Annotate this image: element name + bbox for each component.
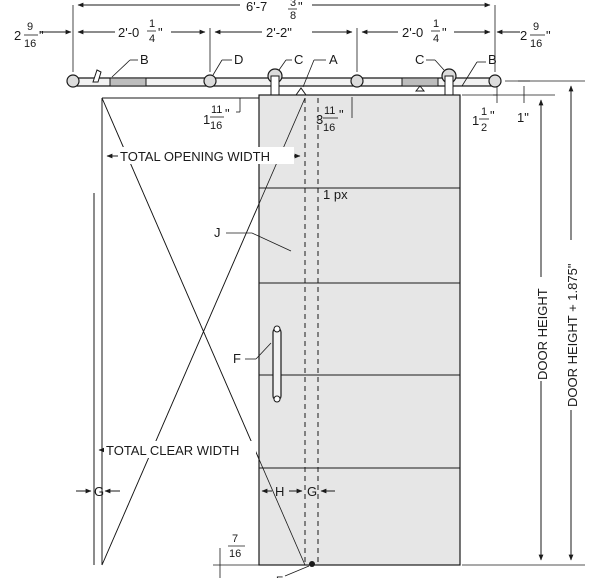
overall-width-frac-num: 3 [290,0,296,9]
rail-gap-dimension: 3 11 16 " [316,97,353,134]
floor-num: 7 [232,533,238,545]
span-left-num: 1 [149,18,155,30]
hanger-dimension: 1 1 2 " 1" [472,80,530,134]
overall-width-frac-den: 8 [290,10,296,22]
rail-gap-num: 11 [324,105,335,117]
hanger-den: 2 [481,122,487,134]
callout-b-right: B [488,52,497,67]
door-handle-icon [272,327,282,401]
end-stop-left-icon [92,69,102,83]
rail-gap-inch: " [339,107,344,122]
rail-gap-whole: 3 [316,112,323,127]
span-center-label: 2'-2" [266,25,292,40]
wall-gap-inch: " [225,106,230,121]
wall-gap-dimension: 1 11 16 " [203,98,241,132]
span-right-num: 1 [433,18,439,30]
left-end-whole: 2 [14,28,21,43]
callout-c-left: C [294,52,303,67]
overall-width-dimension: 6'-7 3 8 " [72,0,496,72]
span-left-den: 4 [149,33,155,45]
wall-gap-whole: 1 [203,112,210,127]
floor-guide-icon [309,561,315,567]
right-end-dimension: 2 9 16 " [496,21,551,50]
rail-gap-den: 16 [323,122,335,134]
total-opening-width-label: TOTAL OPENING WIDTH [120,149,270,164]
callout-d: D [234,52,243,67]
left-end-num: 9 [27,21,33,33]
callout-e: E [276,565,310,578]
standoff-bolt-icon [350,74,364,88]
right-end-num: 9 [533,21,539,33]
callout-h: H [275,484,284,499]
door-height-plus-label: DOOR HEIGHT + 1.875" [565,263,580,407]
right-end-whole: 2 [520,28,527,43]
top-callouts: B D C A C B [111,52,497,88]
callout-c-right: C [415,52,424,67]
wall-gap-num: 11 [211,104,222,116]
span-right-label: 2'-0 [402,25,423,40]
callout-f: F [233,342,272,366]
span-right-den: 4 [433,33,439,45]
left-end-dimension: 2 9 16 " [14,21,72,50]
callout-a: A [329,52,338,67]
g-h-dimensions: G H G [76,484,335,499]
standoff-bolt-icon [488,74,502,88]
standoff-bolt-icon [66,74,80,88]
hanger-inch: " [490,108,495,123]
px-label: 1 px [323,187,348,202]
hanger-num: 1 [481,106,487,118]
callout-b-left: B [140,52,149,67]
span-left-inch: " [158,25,163,40]
track-rail [66,68,502,96]
door-panel [101,94,461,567]
left-end-inch: " [39,28,44,43]
total-clear-width-dimension: TOTAL CLEAR WIDTH [98,441,256,458]
left-end-den: 16 [24,38,36,50]
floor-den: 16 [229,548,241,560]
span-right-inch: " [442,25,447,40]
span-left-label: 2'-0 [118,25,139,40]
svg-text:F: F [233,351,241,366]
total-clear-width-label: TOTAL CLEAR WIDTH [106,443,239,458]
anti-jump-disk-icon [295,87,307,96]
hanger-whole: 1 [472,113,479,128]
door-height-dimension: DOOR HEIGHT [462,94,585,566]
overall-width-inch: " [298,0,303,14]
svg-text:E: E [276,575,283,578]
standoff-bolt-icon [203,74,217,88]
svg-text:J: J [214,225,221,240]
overall-width-label: 6'-7 [246,0,267,14]
wall-gap-den: 16 [210,120,222,132]
floor-gap-dimension: 7 16 [213,533,259,578]
span-dimensions: 2'-0 1 4 " 2'-2" 2'-0 1 4 " [77,18,491,72]
door-height-label: DOOR HEIGHT [535,288,550,380]
callout-g-right: G [307,484,317,499]
callout-g-left: G [94,484,104,499]
callout-j: J [214,225,292,252]
right-end-den: 16 [530,38,542,50]
right-end-inch: " [546,28,551,43]
door-height-plus-dimension: DOOR HEIGHT + 1.875" [505,80,585,561]
total-opening-width-dimension: TOTAL OPENING WIDTH [106,147,301,164]
hanger-small: 1" [517,110,529,125]
